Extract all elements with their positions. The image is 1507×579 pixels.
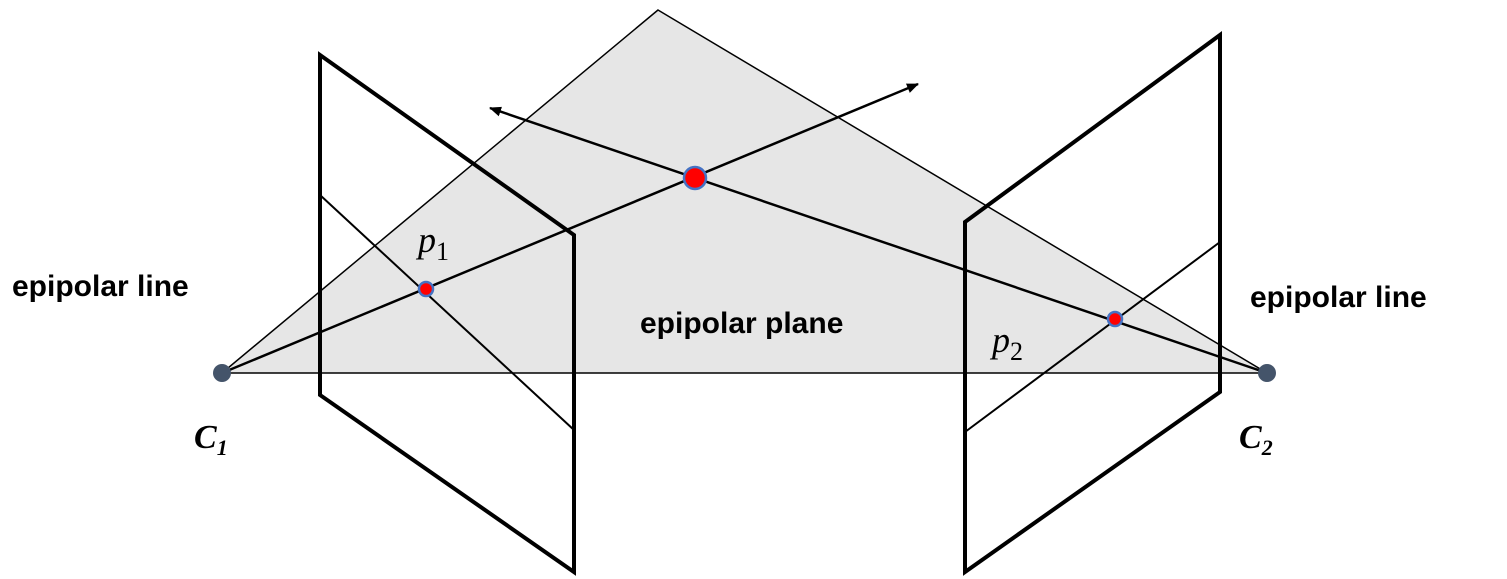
c1-label-base: C (194, 419, 217, 456)
p1-label: p1 (415, 220, 449, 266)
p2-label: p2 (989, 320, 1023, 366)
left-epipolar-line (319, 194, 575, 431)
ray-c1-through-p1 (221, 82, 919, 375)
p2-label-base: p (989, 320, 1010, 360)
c2-label: C2 (1239, 419, 1273, 460)
c2-label-base: C (1239, 419, 1262, 456)
epipolar-plane-triangle (219, 9, 1270, 374)
right-epipolar-line (964, 241, 1221, 433)
right-image-plane (963, 31, 1222, 576)
image-point-p1 (417, 280, 435, 298)
c1-label: C1 (194, 419, 228, 460)
ray-c2-through-p2 (489, 106, 1268, 375)
epipolar-plane-label: epipolar plane (640, 307, 843, 340)
c2-label-sub: 2 (1261, 435, 1273, 460)
camera-center-c2 (1258, 364, 1276, 382)
world-point (682, 165, 708, 191)
epipolar-line-left-label: epipolar line (12, 270, 189, 303)
camera-center-c1 (213, 364, 231, 382)
p1-label-sub: 1 (436, 237, 449, 266)
c1-label-sub: 1 (217, 435, 228, 460)
left-image-plane (318, 51, 576, 576)
p1-label-base: p (415, 220, 436, 260)
image-point-p2 (1106, 310, 1124, 328)
p2-label-sub: 2 (1010, 337, 1023, 366)
epipolar-line-right-label: epipolar line (1250, 281, 1427, 314)
